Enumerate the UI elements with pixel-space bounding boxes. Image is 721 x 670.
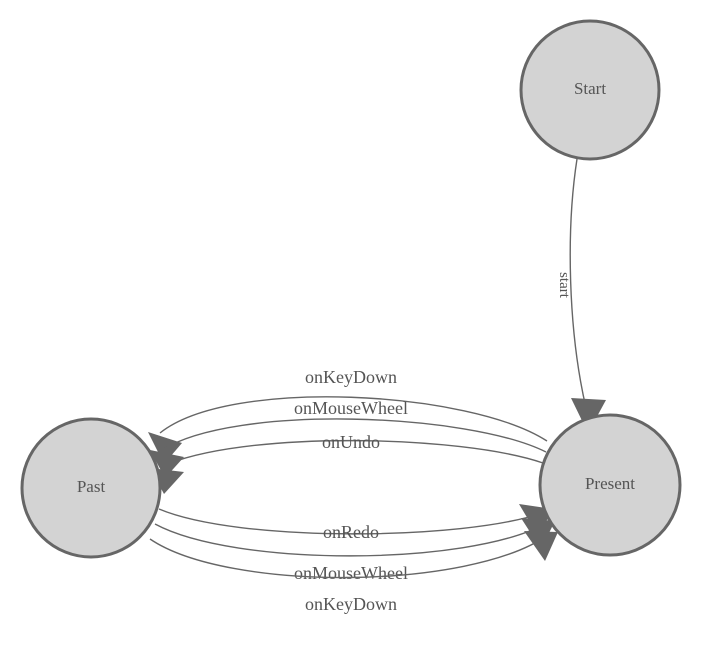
edge-present-to-past-onundo-path [160,439,544,468]
edge-past-to-present-onkeydown-label: onKeyDown [305,594,397,614]
node-past-circle [20,417,162,559]
edge-past-to-present-onkeydown-arrowhead [524,531,558,561]
edge-past-to-present-onkeydown-path [149,534,549,579]
node-present[interactable]: Present [538,413,682,557]
edge-present-to-past-onmousewheel-label: onMouseWheel [294,398,408,418]
edge-present-to-past-onkeydown-label: onKeyDown [305,367,397,387]
edge-past-to-present-onmousewheel-label: onMouseWheel [294,563,408,583]
edge-present-to-past-onundo-label: onUndo [322,432,380,452]
edge-start-to-present-path [569,158,587,409]
node-present-label: Present [585,474,635,493]
edge-present-to-past-onundo[interactable]: onUndo [150,432,544,494]
edge-past-to-present-onkeydown[interactable]: onKeyDown [149,531,558,614]
edge-past-to-present-onmousewheel[interactable]: onMouseWheel [154,518,555,583]
edge-past-to-present-onredo-label: onRedo [323,522,379,542]
node-start-label: Start [574,79,606,98]
edge-past-to-present-onredo[interactable]: onRedo [158,504,553,542]
edge-present-to-past-onmousewheel-path [161,418,547,453]
node-start[interactable]: Start [519,19,661,161]
node-start-circle [519,19,661,161]
node-past[interactable]: Past [20,417,162,559]
edge-start-to-present-label: start [556,272,572,299]
edge-past-to-present-onredo-path [158,508,543,535]
edge-present-to-past-onkeydown-path [159,396,548,442]
node-past-label: Past [77,477,106,496]
edge-start-to-present[interactable]: start [556,158,606,433]
edge-start-to-present-arrowhead [571,398,606,433]
edge-past-to-present-onmousewheel-path [154,523,546,557]
node-present-circle [538,413,682,557]
